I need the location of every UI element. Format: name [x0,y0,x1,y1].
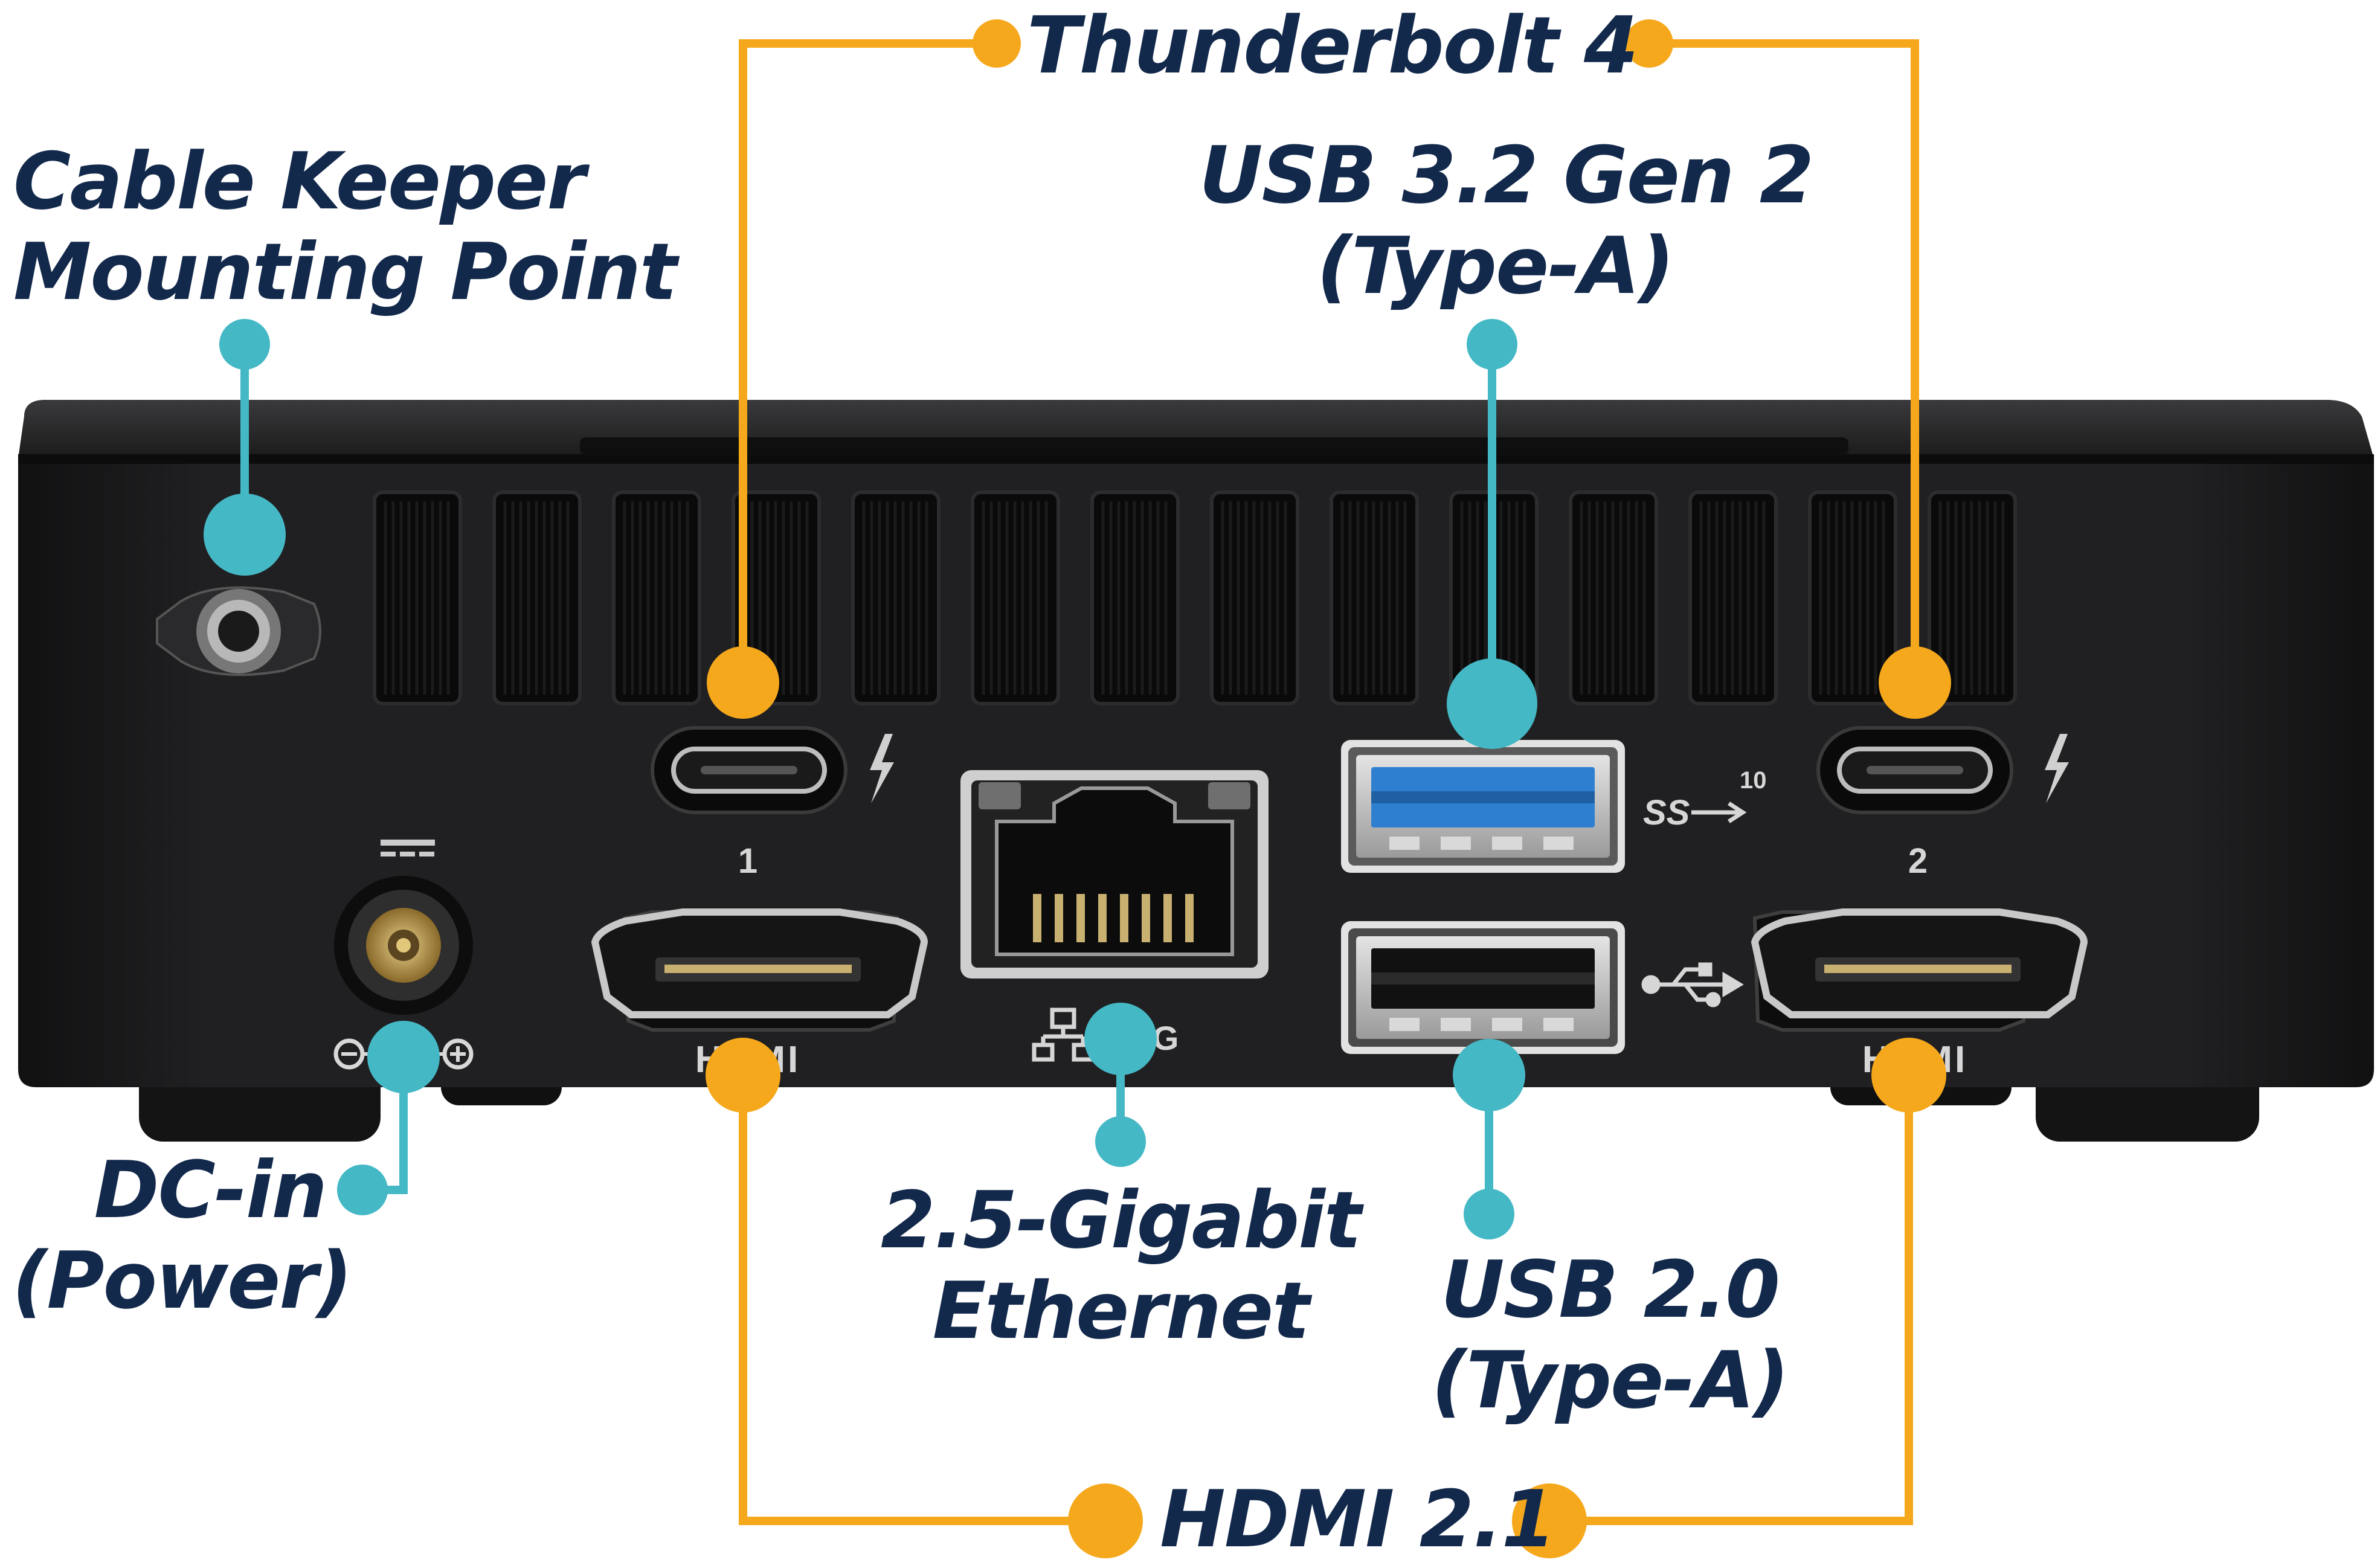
thunderbolt-label: Thunderbolt 4 [1027,0,1638,91]
vent-slot [1090,490,1180,705]
vent-slot [1210,490,1299,705]
ethernet-pin [1033,894,1041,942]
cable-keeper-label-line2: Mounting Point [13,226,677,318]
cable-keeper-label: Cable Keeper Mounting Point [13,135,677,318]
ethernet-pin [1076,894,1085,942]
ethernet-pin [1055,894,1063,942]
usb-3-2-port [1341,740,1625,873]
usb2-pins [1389,1018,1574,1031]
thunderbolt-label-text: Thunderbolt 4 [1027,0,1638,91]
thunderbolt-port-2 [1816,726,2013,814]
hdmi-port-1 [591,908,928,1032]
cable-keeper-mount [156,586,321,676]
usb-pin [1492,837,1522,850]
dc-in-label-line2: (Power) [12,1235,353,1326]
usb-trident-icon [1641,962,1744,1007]
usb20-callout [1453,1039,1525,1239]
usb-pin [1543,837,1574,850]
usb-2-0-port [1341,921,1625,1054]
usb32-label: USB 3.2 Gen 2 (Type-A) [1199,129,1814,312]
usb-pin [1492,1018,1522,1031]
ethernet-pin [1163,894,1172,942]
ethernet-pin [1098,894,1107,942]
usb32-label-line1: USB 3.2 Gen 2 [1199,129,1814,221]
dc-in-label-line1: DC-in [94,1144,327,1236]
dc-in-port [334,840,473,1015]
vent-slot [1688,490,1778,705]
vent-slot [492,490,582,705]
hdmi-port-2 [1751,908,2088,1032]
cable-keeper-callout [204,319,286,576]
vent-slot [851,490,941,705]
tb-port-2-number: 2 [1908,841,1928,881]
cable-keeper-label-line1: Cable Keeper [13,135,585,227]
ethernet-port [960,770,1269,979]
ethernet-pins [1033,894,1194,942]
thunderbolt-callout-dots [707,19,1951,719]
tb-port-1-number: 1 [738,841,757,881]
ethernet-label: 2.5-Gigabit Ethernet [846,1175,1395,1356]
usb-pin [1543,1018,1574,1031]
dc-in-label: DC-in (Power) [12,1144,353,1326]
usb20-label-line1: USB 2.0 [1441,1244,1780,1335]
usb-pin [1441,837,1471,850]
vent-slot [612,490,701,705]
lightning-bolt-icon [870,734,894,803]
vent-slot [1569,490,1658,705]
hdmi-label: HDMI 2.1 [1160,1473,1556,1565]
dc-in-callout [337,1021,440,1215]
ethernet-pin [1185,894,1194,942]
ethernet-label-line1: 2.5-Gigabit [880,1174,1362,1266]
ethernet-label-line2: Ethernet [932,1265,1310,1357]
usb-pin [1389,1018,1420,1031]
thunderbolt-callout [739,39,1919,683]
hdmi-label-text: HDMI 2.1 [1160,1473,1556,1565]
usb20-label-line2: (Type-A) [1431,1334,1790,1426]
vent-slot [971,490,1060,705]
usb-pin [1389,837,1420,850]
vent-slot [1928,490,2017,705]
usb20-label: USB 2.0 (Type-A) [1389,1244,1830,1425]
hdmi-callout-dots [706,1038,1946,1558]
lightning-bolt-icon [2045,734,2069,803]
network-icon [1032,1007,1095,1062]
usb3-speed-text: 10 [1740,767,1767,794]
usb32-label-line2: (Type-A) [1316,220,1675,312]
usb3-pins [1389,837,1574,850]
vent-slot [1808,490,1897,705]
ethernet-pin [1120,894,1128,942]
usb3-ss-text: SS [1643,793,1690,832]
usb32-callout [1447,319,1537,749]
ethernet-pin [1142,894,1150,942]
usb3-superspeed-logo: SS 10 [1643,767,1767,832]
ethernet-callout [1084,1003,1157,1167]
hdmi-callout [739,1075,1913,1525]
vent-slot [373,490,462,705]
thunderbolt-port-1 [651,726,847,814]
usb-pin [1441,1018,1471,1031]
vent-slot [1330,490,1419,705]
